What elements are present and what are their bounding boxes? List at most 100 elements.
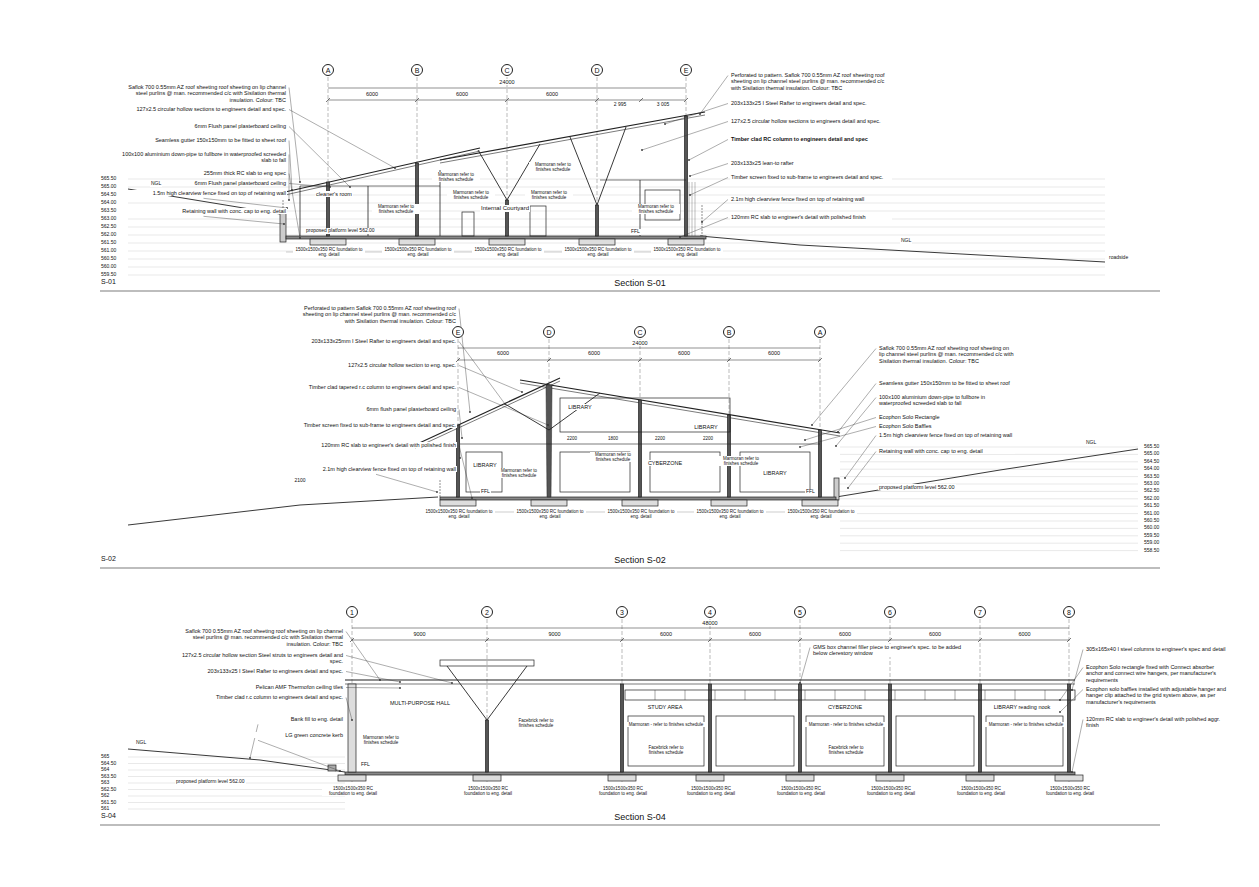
leader-line (346, 698, 352, 721)
room-name: MULTI-PURPOSE HALL (389, 700, 451, 706)
annotation-note: 2.1m high clearview fence fixed on top o… (295, 466, 457, 472)
dimension: 24000 (498, 79, 515, 85)
grid-label: E (456, 329, 461, 336)
dimension: 6000 (838, 631, 852, 637)
ceiling (600, 180, 686, 181)
timber-screen (692, 182, 693, 236)
sheet-code: S-01 (100, 278, 117, 286)
grid-label: D (546, 329, 551, 336)
leader-line (346, 672, 400, 683)
leader-line (258, 740, 340, 771)
grid-bubble: 7 (974, 606, 986, 618)
leader-dot (299, 237, 301, 239)
retaining-wall (280, 212, 286, 242)
dimension-line (328, 88, 686, 89)
foundation (440, 500, 476, 506)
annotation-note: GMS box channel filler piece to engineer… (812, 644, 964, 657)
roof-line (345, 679, 1075, 680)
foundation-note: 1500x1500x350 RC foundation to eng. deta… (457, 786, 519, 796)
level-line (128, 776, 345, 777)
mullion (1045, 690, 1046, 700)
annotation-note: 305x165x40 I steel columns to engineer's… (1085, 646, 1227, 652)
level-value: 561.50 (1143, 503, 1160, 509)
dimension-tick (620, 638, 624, 642)
leader-dot (451, 682, 453, 684)
level-value: 562.00 (1143, 496, 1160, 502)
room-name: LIBRARY (567, 404, 592, 410)
annotation-note: 6mm flush panel plasterboard ceiling (295, 406, 457, 412)
foundation (489, 239, 525, 245)
foundation-note: 1500x1500x350 RC foundation to eng. deta… (562, 247, 634, 257)
column (639, 400, 642, 497)
grid-bubble: E (680, 64, 692, 76)
leader-line (346, 656, 452, 684)
foundation-note: 1500x1500x350 RC foundation to eng. deta… (322, 786, 384, 796)
foundation (622, 500, 658, 506)
level-line (840, 513, 1138, 514)
level-line (128, 802, 345, 803)
level-value: 561.00 (100, 248, 117, 254)
level-value: 559.00 (1143, 540, 1160, 546)
grid-line (980, 619, 981, 782)
raised-roof (440, 660, 534, 666)
annotation-note: Ecophon solo baffles installed with adju… (1085, 686, 1227, 705)
roof-line (520, 383, 840, 436)
section-title: Section S-04 (613, 812, 667, 822)
mullion (895, 690, 896, 700)
dimension-tick (978, 638, 982, 642)
grid-bubble: 8 (1063, 606, 1075, 618)
dimension-tick (547, 358, 551, 362)
floor-marker: FFL (805, 489, 816, 495)
foundation (696, 775, 724, 781)
level-line (128, 809, 345, 810)
finish-note: Marmoran refer to finishes schedule (496, 468, 542, 478)
grid-line (800, 619, 801, 782)
dimension-tick (684, 98, 688, 102)
leader-line (289, 127, 350, 188)
annotation-note: 2.1m high clearview fence fixed on top o… (730, 196, 892, 202)
column (889, 684, 892, 772)
leader-dot (399, 687, 401, 689)
leader-line (459, 446, 472, 499)
level-line (840, 528, 1138, 529)
grid-line (507, 77, 508, 246)
grid-label: 6 (888, 609, 892, 616)
annotation-note: 100x100 aluminium down-pipe to fullbore … (878, 394, 1015, 407)
floor-slab (345, 772, 1075, 775)
dimension-line (352, 628, 1069, 629)
mullion (955, 690, 956, 700)
level-value: 565.00 (1143, 451, 1160, 457)
floor-marker: FFL (480, 489, 491, 495)
level-line (840, 491, 1138, 492)
leader-dot (835, 445, 837, 447)
room-name: cleaner's room (315, 191, 353, 197)
leader-line (680, 218, 728, 238)
grid-label: E (684, 67, 689, 74)
dimension: 2200 (702, 436, 714, 441)
annotation-note: Saflok 700 0.55mm AZ roof sheeting roof … (172, 628, 344, 647)
leader-dot (701, 221, 703, 223)
foundation-note: 1500x1500x350 RC foundation to eng. deta… (680, 786, 742, 796)
level-line (128, 757, 345, 758)
dimension: 6000 (928, 631, 942, 637)
grid-line (417, 77, 418, 246)
finish-note: Marmoran refer to finishes schedule (590, 452, 636, 462)
grid-bubble: 3 (616, 606, 628, 618)
level-note: proposed platform level 562.00 (175, 779, 246, 785)
annotation-note: LG green concrete kerb (172, 732, 344, 738)
ground-line (128, 497, 438, 525)
roof-line (415, 381, 560, 448)
leader-line (848, 452, 876, 489)
room-name: LIBRARY reading nook (993, 704, 1052, 710)
level-value: 562.00 (100, 232, 117, 238)
annotation-note: 255mm thick RC slab to eng spec (120, 170, 287, 176)
dimension: 24000 (631, 340, 648, 346)
dimension: 6000 (677, 350, 691, 356)
grid-label: 5 (798, 609, 802, 616)
leader-line (1060, 690, 1083, 713)
grid-bubble: A (322, 64, 334, 76)
dimension: 6000 (587, 350, 601, 356)
foundation (579, 239, 615, 245)
roof-line (285, 148, 480, 192)
grid-bubble: D (543, 326, 555, 338)
